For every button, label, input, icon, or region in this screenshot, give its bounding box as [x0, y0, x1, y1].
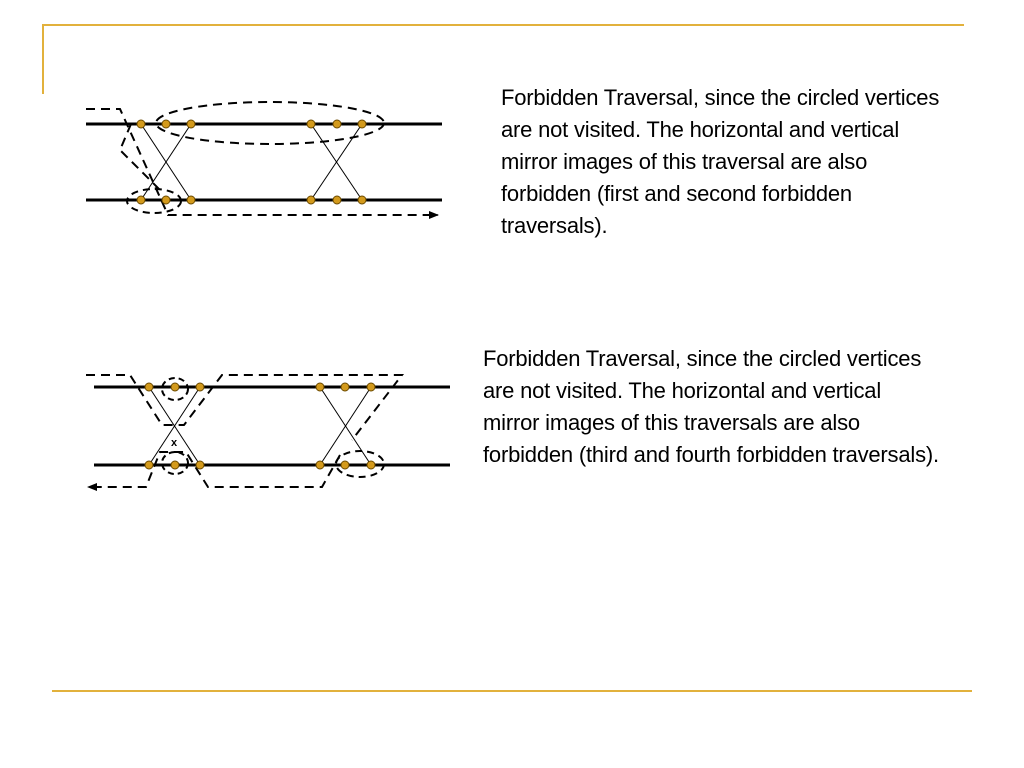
left-accent-line [42, 24, 44, 94]
diagram-2: x [86, 374, 450, 491]
diagram-1-traversal-path [86, 108, 439, 219]
caption-line: are not visited. The horizontal and vert… [501, 117, 900, 142]
caption-line: forbidden (first and second forbidden [501, 181, 852, 206]
diagram-2-crossings [148, 386, 372, 466]
caption-line: forbidden (third and fourth forbidden tr… [483, 442, 939, 467]
diagram-1-circled-vertices-bottom [126, 188, 182, 214]
diagram-1 [86, 101, 442, 219]
caption-third-fourth-traversals: Forbidden Traversal, since the circled v… [483, 343, 1013, 471]
diagram-1-circled-vertices-top [155, 101, 385, 145]
diagram-2-circled-vertex-top [161, 377, 189, 401]
diagram-2-circled-vertex-bottom [161, 451, 189, 475]
diagram-1-traversal-return [118, 123, 161, 191]
caption-line: Forbidden Traversal, since the circled v… [483, 346, 922, 371]
diagram-2-cross-mark: x [171, 437, 178, 449]
caption-line: traversals). [501, 213, 608, 238]
caption-line: Forbidden Traversal, since the circled v… [501, 85, 940, 110]
caption-first-second-traversals: Forbidden Traversal, since the circled v… [501, 82, 1001, 242]
diagram-2-circled-vertices-right [335, 450, 385, 478]
diagram-2-traversal-lower [87, 451, 341, 491]
bottom-border-line [52, 690, 972, 692]
caption-line: mirror images of this traversal are also [501, 149, 868, 174]
diagram-2-traversal-upper [86, 374, 405, 441]
caption-line: mirror images of this traversals are als… [483, 410, 860, 435]
diagram-1-vertices [136, 119, 367, 205]
top-border-line [42, 24, 964, 26]
caption-line: are not visited. The horizontal and vert… [483, 378, 882, 403]
diagram-2-vertices [144, 382, 376, 470]
